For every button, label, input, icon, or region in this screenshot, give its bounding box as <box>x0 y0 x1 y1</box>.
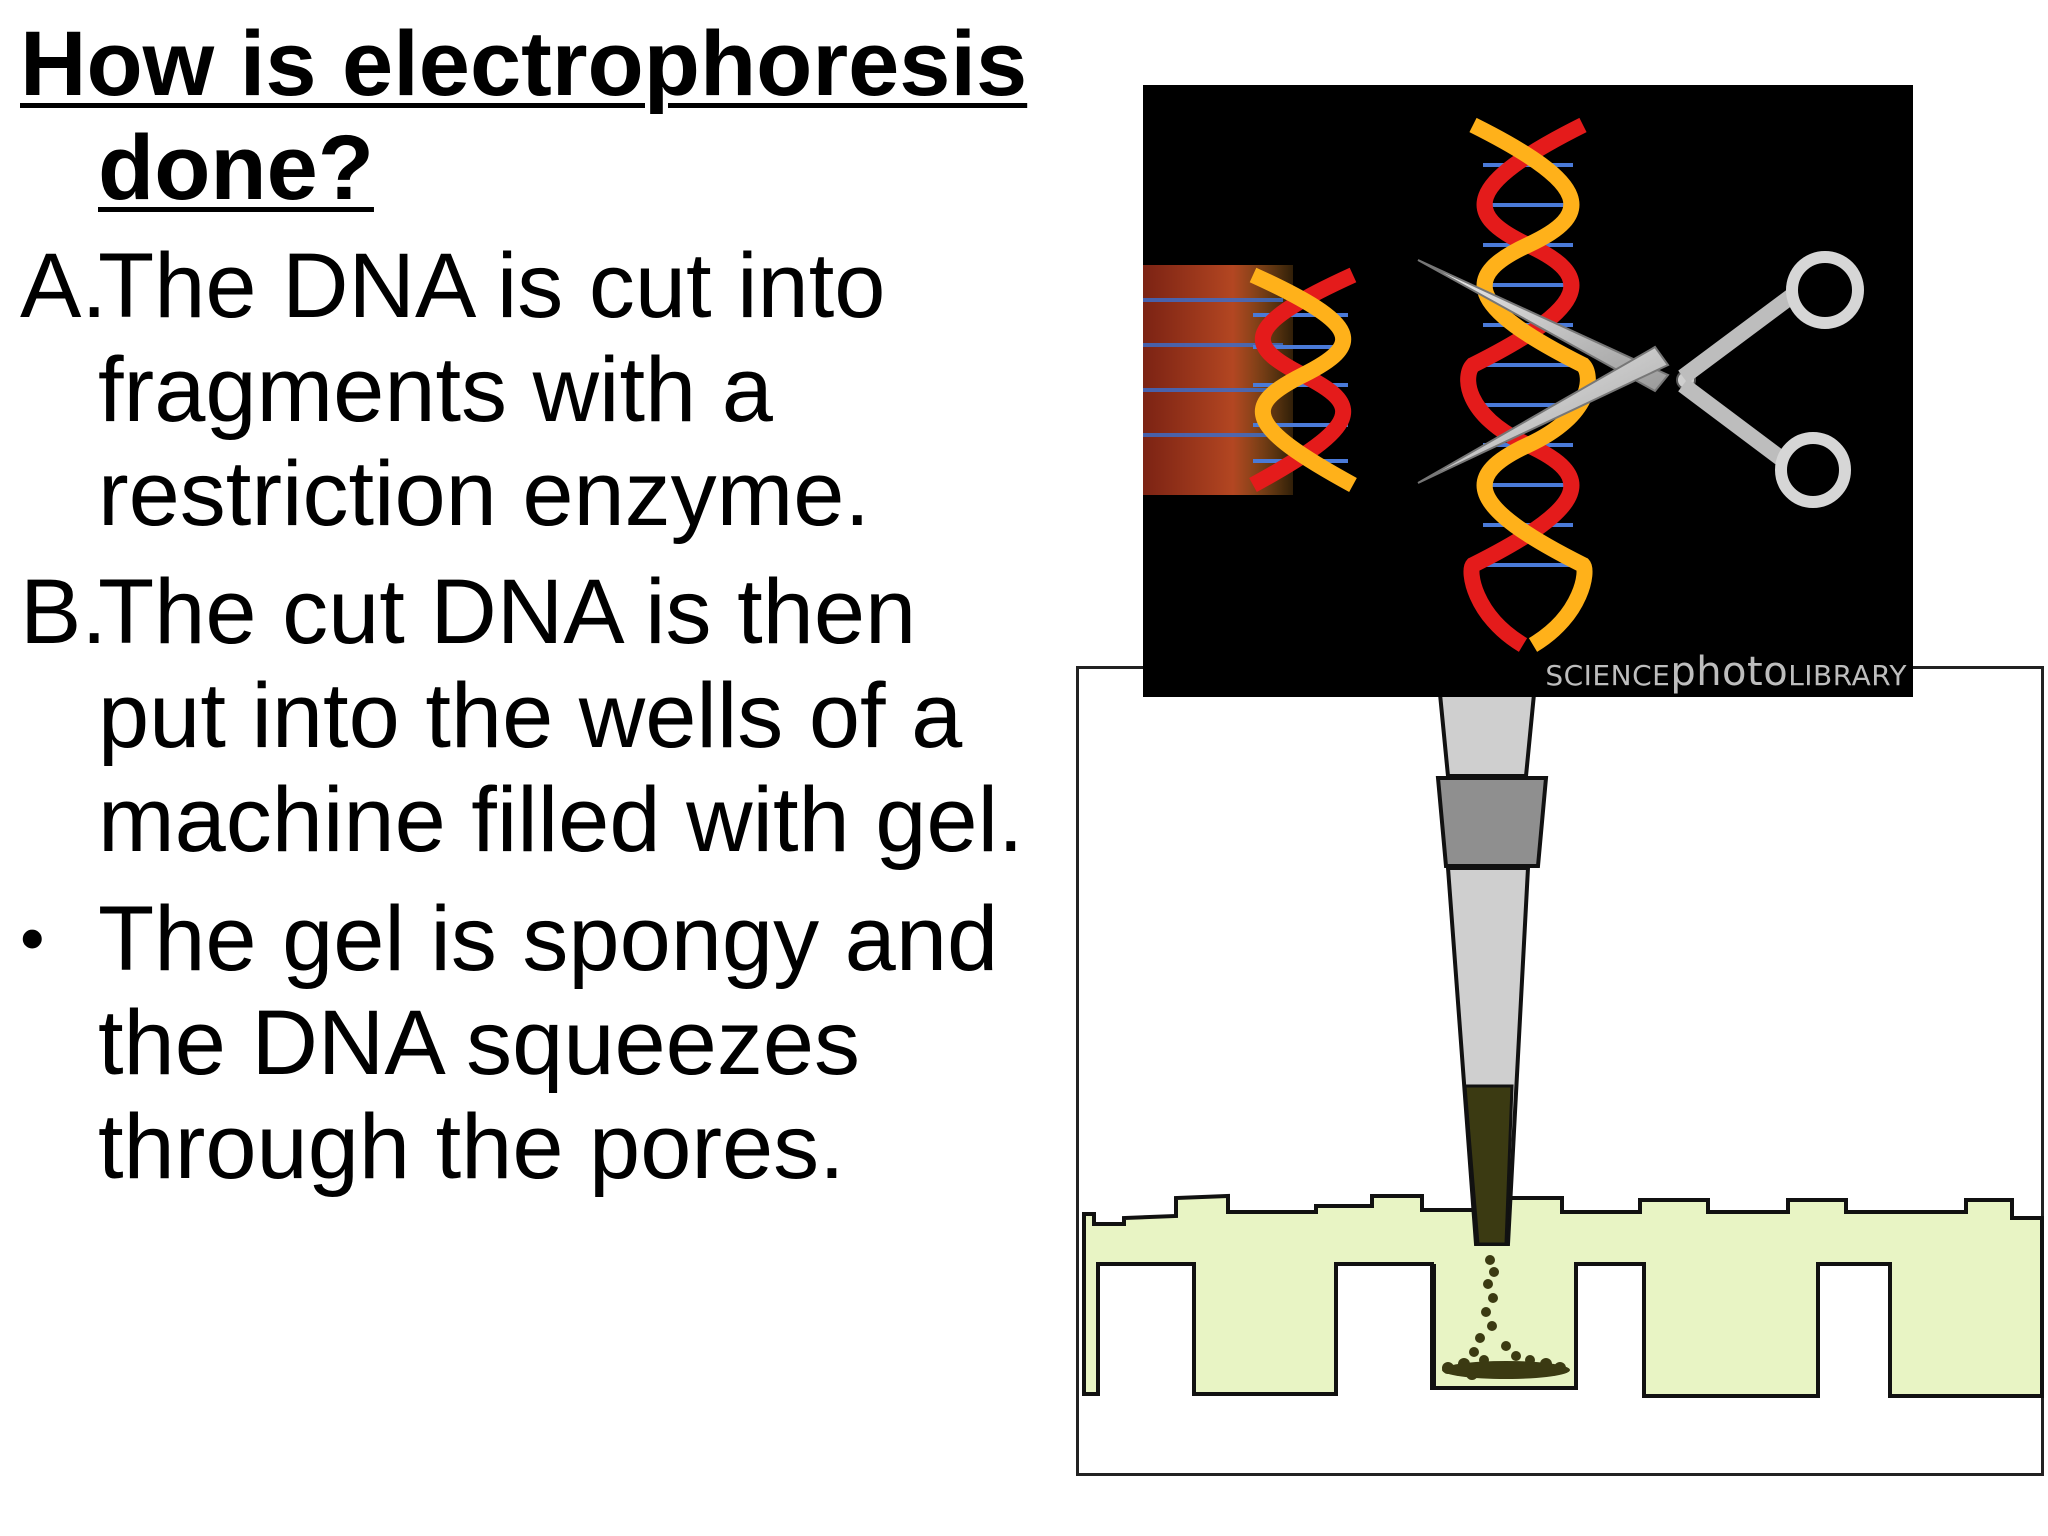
point-b: B.The cut DNA is then put into the wells… <box>20 560 1060 872</box>
pipette <box>1435 692 1549 1246</box>
point-b-marker: B. <box>20 561 107 663</box>
dna-sample-particles <box>1442 1255 1570 1380</box>
text-column: How is electrophoresis done? A.The DNA i… <box>20 0 1060 1199</box>
point-a: A.The DNA is cut into fragments with a r… <box>20 234 1060 546</box>
point-a-text: The DNA is cut into fragments with a res… <box>98 235 886 545</box>
point-bullet-text: The gel is spongy and the DNA squeezes t… <box>98 888 999 1198</box>
point-bullet: • The gel is spongy and the DNA squeezes … <box>20 886 1060 1199</box>
dna-scissors-photo: SCIENCEphotoLIBRARY <box>1143 85 1913 697</box>
point-b-text: The cut DNA is then put into the wells o… <box>98 561 1024 871</box>
motion-blur <box>1143 265 1293 495</box>
bullet-marker: • <box>20 899 45 977</box>
gel-well-diagram <box>1082 692 2044 1398</box>
slide-title: How is electrophoresis done? <box>20 13 1028 219</box>
dna-fragment-helix <box>1249 267 1357 493</box>
dna-main-helix <box>1460 117 1596 652</box>
photo-watermark: SCIENCEphotoLIBRARY <box>1545 649 1907 695</box>
point-a-marker: A. <box>20 235 107 337</box>
scissors <box>1417 251 1864 508</box>
